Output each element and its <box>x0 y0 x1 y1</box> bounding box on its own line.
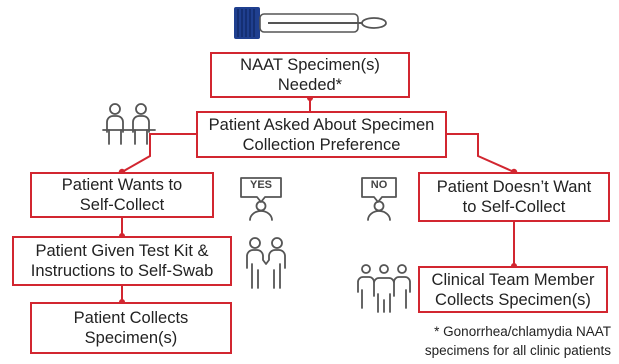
patient-collects-specimen-box: Patient Collects Specimen(s) <box>30 302 232 354</box>
yes-bubble-text: YES <box>249 179 272 191</box>
patient-given-test-kit-text: Patient Given Test Kit & Instructions to… <box>30 242 214 280</box>
patient-wants-self-collect-text: Patient Wants to Self-Collect <box>61 176 183 214</box>
no-speech-person-icon: NO <box>359 175 399 221</box>
swab-tube-icon <box>234 7 387 39</box>
care-team-group-icon <box>357 264 411 313</box>
naat-specimen-needed-text: NAAT Specimen(s) Needed* <box>240 56 380 94</box>
clinical-team-collects-box: Clinical Team Member Collects Specimen(s… <box>418 266 608 313</box>
patient-asked-preference-box: Patient Asked About Specimen Collection … <box>196 111 447 158</box>
patient-asked-preference-text: Patient Asked About Specimen Collection … <box>208 115 435 154</box>
clinical-team-collects-text: Clinical Team Member Collects Specimen(s… <box>431 270 595 309</box>
patient-doesnt-want-self-collect-box: Patient Doesn’t Want to Self-Collect <box>418 172 610 222</box>
patient-collects-specimen-text: Patient Collects Specimen(s) <box>73 309 189 347</box>
footnote: * Gonorrhea/chlamydia NAAT specimens for… <box>424 324 611 358</box>
naat-specimen-needed-box: NAAT Specimen(s) Needed* <box>210 52 410 98</box>
patient-given-test-kit-box: Patient Given Test Kit & Instructions to… <box>12 236 232 286</box>
patient-wants-self-collect-box: Patient Wants to Self-Collect <box>30 172 214 218</box>
two-people-icon <box>246 237 286 289</box>
yes-speech-person-icon: YES <box>238 175 284 221</box>
patient-provider-consult-icon <box>102 103 156 145</box>
patient-doesnt-want-self-collect-text: Patient Doesn’t Want to Self-Collect <box>436 178 592 216</box>
no-bubble-text: NO <box>370 179 388 191</box>
